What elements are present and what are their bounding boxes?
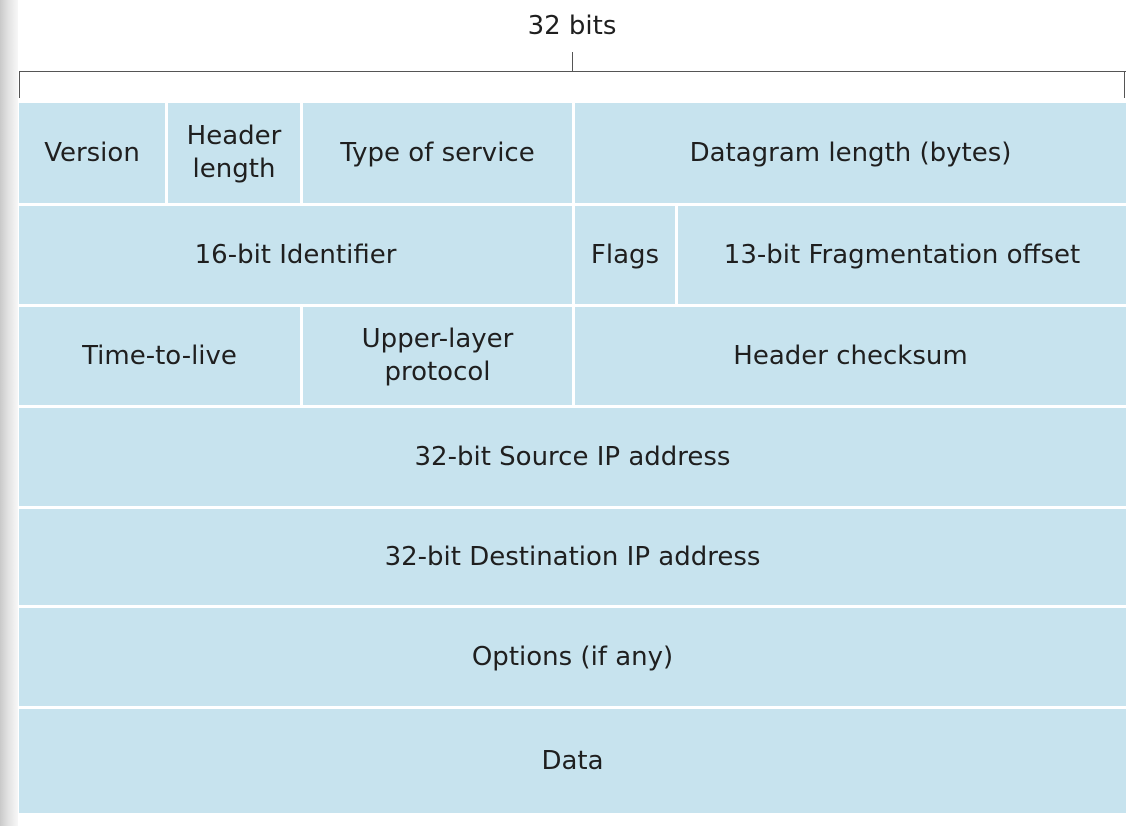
field-flags: Flags xyxy=(575,206,675,304)
field-datagram-length: Datagram length (bytes) xyxy=(575,103,1126,203)
field-type-of-service: Type of service xyxy=(303,103,572,203)
field-source-ip-address: 32-bit Source IP address xyxy=(19,408,1126,506)
field-fragmentation-offset: 13-bit Fragmentation offset xyxy=(678,206,1126,304)
field-upper-layer-protocol: Upper-layer protocol xyxy=(303,307,572,405)
width-bracket-left-end xyxy=(19,71,20,98)
field-identifier: 16-bit Identifier xyxy=(19,206,572,304)
width-label: 32 bits xyxy=(527,11,617,41)
left-edge-shadow xyxy=(0,0,18,826)
field-header-checksum: Header checksum xyxy=(575,307,1126,405)
field-destination-ip-address: 32-bit Destination IP address xyxy=(19,509,1126,605)
field-version: Version xyxy=(19,103,165,203)
width-bracket-tick xyxy=(572,52,573,71)
field-data: Data xyxy=(19,709,1126,813)
field-header-length: Header length xyxy=(168,103,300,203)
ip-datagram-format: Version Header length Type of service Da… xyxy=(19,103,1126,813)
width-bracket xyxy=(19,71,1126,72)
field-options: Options (if any) xyxy=(19,608,1126,706)
field-time-to-live: Time-to-live xyxy=(19,307,300,405)
width-bracket-right-end xyxy=(1124,71,1125,98)
